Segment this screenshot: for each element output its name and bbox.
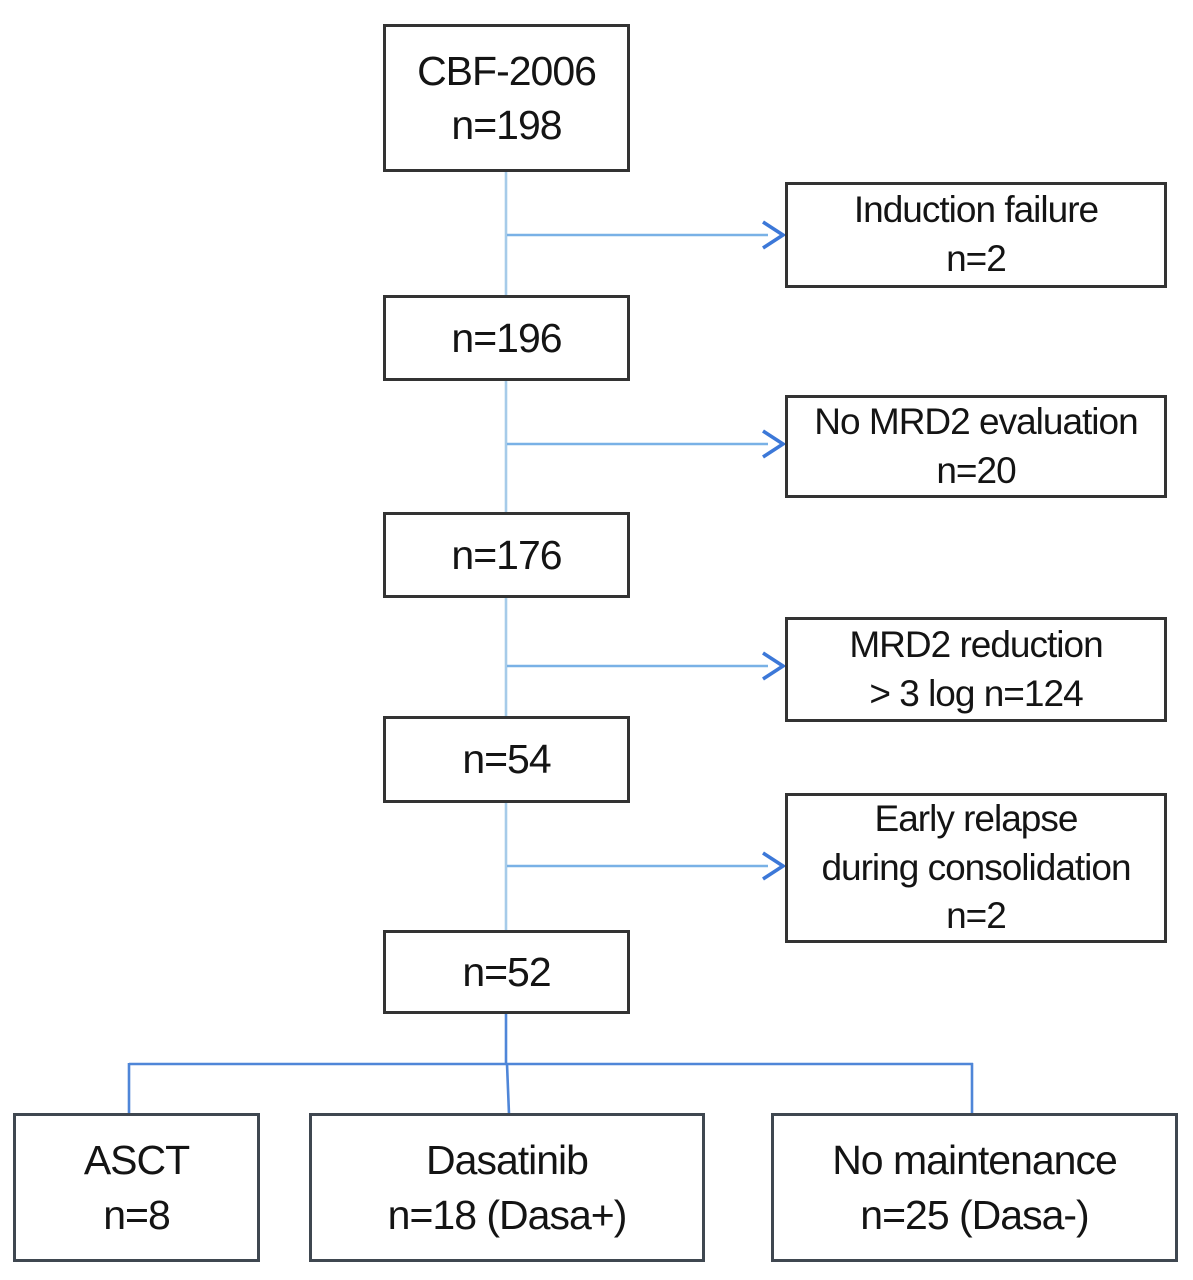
node-n54: n=54 xyxy=(383,716,630,803)
node-cbf2006: CBF-2006 n=198 xyxy=(383,24,630,172)
arrowhead-early-relapse xyxy=(762,851,787,881)
node-induction-failure-label: Induction failure xyxy=(853,189,1099,231)
node-no-mrd2-evaluation: No MRD2 evaluation n=20 xyxy=(785,395,1167,498)
node-early-relapse-label-2: during consolidation xyxy=(821,846,1131,888)
arrowhead-mrd2-reduction xyxy=(762,651,787,681)
node-n196: n=196 xyxy=(383,295,630,381)
node-cbf2006-count: n=198 xyxy=(451,102,562,148)
node-early-relapse-count: n=2 xyxy=(946,895,1007,937)
node-asct-label: ASCT xyxy=(83,1137,190,1184)
node-dasatinib-label: Dasatinib xyxy=(426,1137,589,1184)
node-n196-count: n=196 xyxy=(451,314,562,361)
node-n176: n=176 xyxy=(383,512,630,598)
node-n52: n=52 xyxy=(383,930,630,1014)
node-no-maintenance-count: n=25 (Dasa-) xyxy=(860,1191,1089,1238)
node-mrd2-reduction: MRD2 reduction > 3 log n=124 xyxy=(785,617,1167,722)
split-drop-dasatinib xyxy=(505,1063,511,1115)
node-early-relapse-label-1: Early relapse xyxy=(874,797,1079,839)
node-mrd2-reduction-count: > 3 log n=124 xyxy=(869,672,1083,714)
node-induction-failure: Induction failure n=2 xyxy=(785,182,1167,288)
node-cbf2006-title: CBF-2006 xyxy=(417,47,597,94)
node-n52-count: n=52 xyxy=(462,948,551,995)
node-dasatinib: Dasatinib n=18 (Dasa+) xyxy=(309,1113,705,1262)
node-asct: ASCT n=8 xyxy=(13,1113,260,1262)
node-early-relapse: Early relapse during consolidation n=2 xyxy=(785,793,1167,943)
node-induction-failure-count: n=2 xyxy=(946,238,1007,279)
node-no-mrd2-count: n=20 xyxy=(936,449,1016,491)
node-asct-count: n=8 xyxy=(103,1191,171,1238)
node-no-maintenance-label: No maintenance xyxy=(832,1137,1118,1184)
node-n176-count: n=176 xyxy=(451,531,562,578)
node-mrd2-reduction-label: MRD2 reduction xyxy=(849,623,1103,665)
arrowhead-no-mrd2 xyxy=(762,429,787,459)
node-dasatinib-count: n=18 (Dasa+) xyxy=(387,1191,628,1238)
node-no-mrd2-label: No MRD2 evaluation xyxy=(814,400,1138,442)
node-no-maintenance: No maintenance n=25 (Dasa-) xyxy=(771,1113,1178,1262)
node-n54-count: n=54 xyxy=(462,736,551,783)
arrowhead-induction-failure xyxy=(762,220,787,250)
